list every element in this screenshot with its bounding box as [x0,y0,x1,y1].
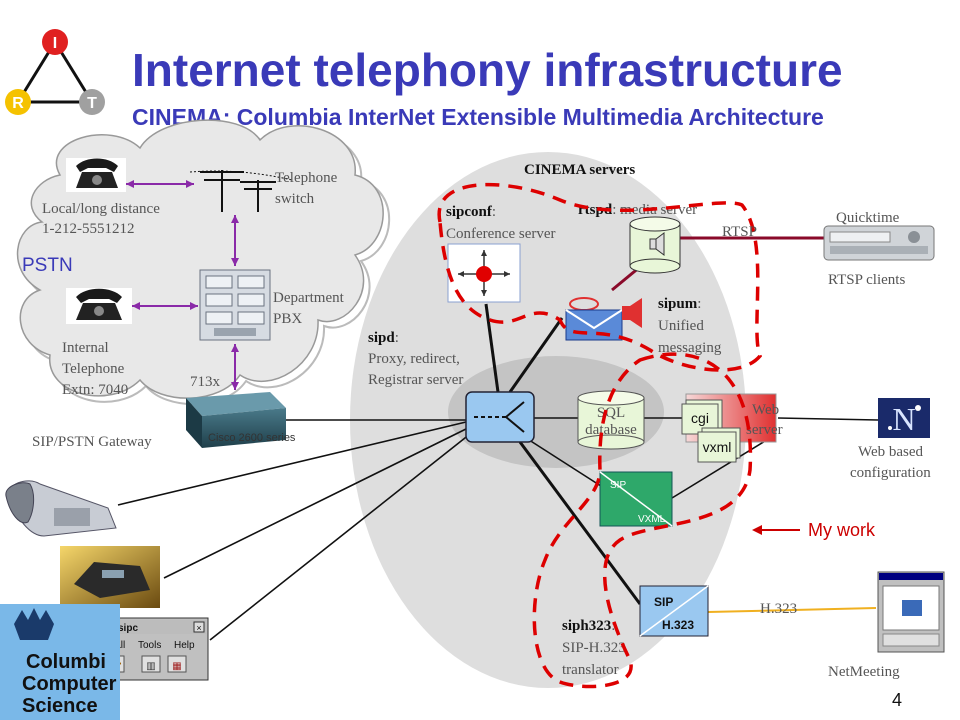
sipconf-name: sipconf [446,204,493,220]
columbia-logo-line-3: Science [22,695,98,717]
internal-phone-label-1: Internal [62,340,109,356]
sipd-desc-2: Registrar server [368,372,463,388]
sip-vxml-label-2: VXML [638,514,666,525]
sip-pstn-gateway-icon: Cisco 2600 series [186,392,296,448]
columbia-logo-line-1: Columbi [26,651,106,673]
sipum-label: sipum: [658,296,701,312]
crown-icon [14,608,54,640]
h323-link-label: H.323 [760,601,797,617]
siph323-label: siph323: [562,618,615,634]
sipc-menu-help[interactable]: Help [174,640,195,651]
sipc-menu-tools[interactable]: Tools [138,640,161,651]
rtsp-link-label: RTSP [722,224,757,240]
network-links [117,417,879,641]
logo-letter-t: T [87,95,97,112]
pbx-label-1: Department [273,290,345,306]
pstn-label: PSTN [22,255,73,276]
ip-phone-icon [60,546,160,608]
local-phone-number: 1-212-5551212 [42,221,135,237]
svg-text:N: N [892,401,915,437]
logo-t-circle [79,89,105,115]
netmeeting-label: NetMeeting [828,664,900,680]
address-book-button[interactable] [141,655,161,673]
irt-logo: I R T [5,29,105,115]
sip-proxy-icon [465,391,535,443]
sipd-label: sipd: [368,330,399,346]
rtsp-clients-label: RTSP clients [828,272,905,288]
conference-server-icon [447,243,521,303]
sql-label-1: SQL [597,405,625,421]
my-work-arrowhead [752,525,762,535]
columbia-logo: Columbi Computer Science [0,604,120,720]
pstn-link-arrows [126,180,239,390]
page-title: Internet telephony infrastructure [132,44,843,96]
sipum-desc-2: messaging [658,340,722,356]
phone-icon [66,158,126,192]
sipd-desc-1: Proxy, redirect, [368,351,460,367]
siph323-box-label-2: H.323 [662,618,694,632]
h323-link [707,607,877,613]
sipum-desc-1: Unified [658,318,704,334]
sip-vxml-label-1: SIP [610,480,626,491]
logo-r-circle [5,89,31,115]
gateway-label: SIP/PSTN Gateway [32,434,152,450]
logo-letter-r: R [12,95,24,112]
gateway-brand: Cisco 2600 series [208,432,296,444]
pbx-label-2: PBX [273,311,302,327]
telephone-switch-label-2: switch [275,191,315,207]
local-phone-label: Local/long distance [42,201,160,217]
media-server-icon [629,216,681,274]
conference-button[interactable] [167,655,187,673]
grid-icon: ▦ [172,661,181,672]
logo-letter-i: I [53,35,57,52]
sip-vxml-gateway-icon: SIP VXML [599,471,673,527]
sipc-window-title: sipc [118,623,138,634]
sipconf-label: sipconf: [446,204,496,220]
my-work-label: My work [808,520,876,540]
siph323-desc-2: translator [562,662,619,678]
web-config-label-2: configuration [850,465,931,481]
server-links [484,303,642,605]
siph323-box-label-1: SIP [654,595,673,609]
telephone-switch-label-1: Telephone [275,170,338,186]
columbia-logo-line-2: Computer [22,673,117,695]
sipconf-desc: Conference server [446,226,556,242]
cgi-label: cgi [691,410,709,426]
cinema-servers-heading: CINEMA servers [524,162,635,178]
quicktime-player-icon [823,225,935,261]
web-server-label-1: Web [752,402,779,418]
sipc-close-button[interactable] [193,621,205,633]
pbx-cabinet-icon [199,269,271,341]
slide-number: 4 [892,690,902,710]
web-server-label-2: server [746,422,783,438]
sipd-name: sipd [368,330,395,346]
trunk-label: 713x [190,374,221,390]
logo-i-circle [42,29,68,55]
siph323-desc-1: SIP-H.323 [562,640,626,656]
book-icon: ▥ [146,661,155,672]
web-browser-icon: N [878,398,930,438]
my-work-region-bottom [532,352,753,689]
netmeeting-window-icon [877,571,945,653]
web-server-icon: Web server cgi vxml [681,393,783,463]
telephone-pole-icon [189,170,293,212]
internal-phone-label-2: Telephone [62,361,125,377]
web-config-label-1: Web based [858,444,924,460]
quicktime-label: Quicktime [836,210,900,226]
page-subtitle: CINEMA: Columbia InterNet Extensible Mul… [132,104,824,130]
sql-label-2: database [585,422,637,438]
siph323-name: siph323 [562,618,611,634]
sipum-name: sipum [658,296,698,312]
internal-phone-icon [66,288,132,324]
sip-desk-phone-icon [5,480,117,537]
rtspd-label: rtspd: media server [578,202,697,218]
siph323-translator-icon: SIP H.323 [639,585,709,637]
vxml-label: vxml [703,439,732,455]
my-work-region-top [437,182,763,372]
close-icon: × [196,623,201,633]
internal-phone-label-3: Extn: 7040 [62,382,128,398]
